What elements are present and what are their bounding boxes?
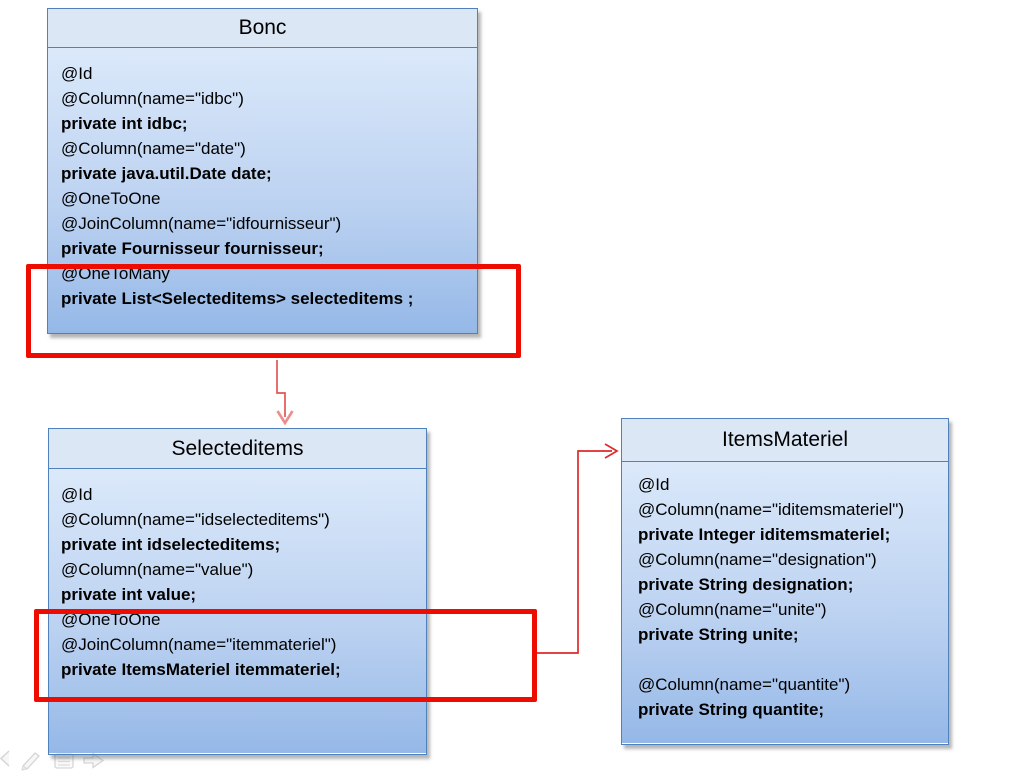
presenter-controls [0,750,105,771]
class-box-selecteditems: Selecteditems @Id @Column(name="idselect… [48,428,427,755]
code-line: private int idselecteditems; [61,535,281,554]
class-title: Bonc [238,16,287,39]
code-line: @OneToOne [61,189,161,208]
code-line [622,647,948,672]
class-header: Selecteditems [49,429,426,469]
code-line: private Fournisseur fournisseur; [61,239,324,258]
code-line: @Column(name="date") [61,139,246,158]
class-title: Selecteditems [171,436,304,460]
code-line: @Column(name="idbc") [61,89,244,108]
code-line: private String unite; [638,625,799,644]
code-line: private Integer iditemsmateriel; [638,525,891,544]
code-line: private int idbc; [61,114,188,133]
arrow-bonc-to-selecteditems [276,360,294,426]
code-line: @Column(name="quantite") [638,675,851,694]
class-box-itemsmateriel: ItemsMateriel @Id @Column(name="iditemsm… [621,418,949,745]
code-line: private java.util.Date date; [61,164,272,183]
code-line: @Column(name="idselecteditems") [61,510,330,529]
code-line: @Column(name="value") [61,560,254,579]
code-line: @OneToOne [61,610,161,629]
prev-arrow-icon[interactable] [0,750,10,767]
highlight-rect-onetomany [26,264,521,358]
slide-menu-icon[interactable] [54,753,74,769]
class-box-bonc: Bonc @Id @Column(name="idbc") private in… [47,8,478,334]
class-header: ItemsMateriel [622,419,948,462]
class-title: ItemsMateriel [721,428,849,451]
code-line: @Id [638,475,670,494]
code-line: @Column(name="designation") [638,550,877,569]
class-header: Bonc [48,9,477,48]
code-line: private List<Selecteditems> selecteditem… [61,289,414,308]
code-line: private int value; [61,585,197,604]
code-line: @Id [61,485,93,504]
class-body: @Id @Column(name="iditemsmateriel") priv… [622,462,948,743]
highlight-rect-onetoone [34,609,537,702]
class-body: @Id @Column(name="idbc") private int idb… [48,48,477,333]
code-line: @Column(name="unite") [638,600,827,619]
arrow-selecteditems-to-itemsmateriel [537,443,619,654]
code-line: @JoinColumn(name="itemmateriel") [61,635,337,654]
code-line: private String quantite; [638,700,825,719]
code-line: private String designation; [638,575,854,594]
next-arrow-icon[interactable] [83,752,105,769]
code-line: @Column(name="iditemsmateriel") [638,500,904,519]
code-line: @JoinColumn(name="idfournisseur") [61,214,342,233]
pen-icon[interactable] [21,752,40,771]
code-line: @Id [61,64,93,83]
code-line: private ItemsMateriel itemmateriel; [61,660,341,679]
